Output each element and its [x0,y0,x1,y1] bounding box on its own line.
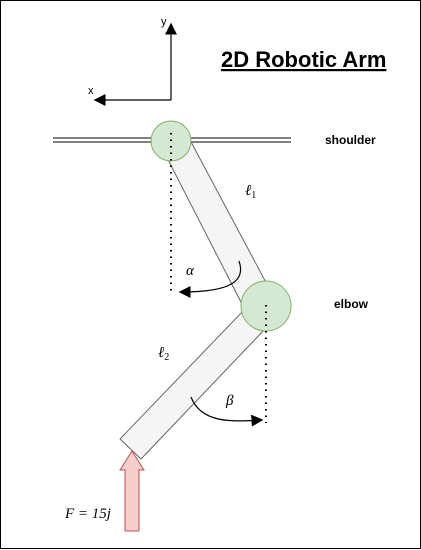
beta-label: β [225,393,234,409]
page-title: 2D Robotic Arm [221,47,386,72]
beta-angle-arrow [190,396,264,427]
link-1-bar [161,139,271,309]
y-axis-label: y [161,16,167,28]
alpha-angle-arrow [178,260,242,298]
link-1-label: ℓ1 [245,183,256,201]
link-2-label: ℓ2 [158,345,169,363]
alpha-label: α [186,263,195,279]
shoulder-label: shoulder [325,133,376,147]
force-label: F = 15j [64,506,111,522]
link-2-bar [119,310,266,460]
elbow-label: elbow [334,297,369,311]
x-axis-label: x [88,85,94,97]
force-arrow [119,450,145,532]
